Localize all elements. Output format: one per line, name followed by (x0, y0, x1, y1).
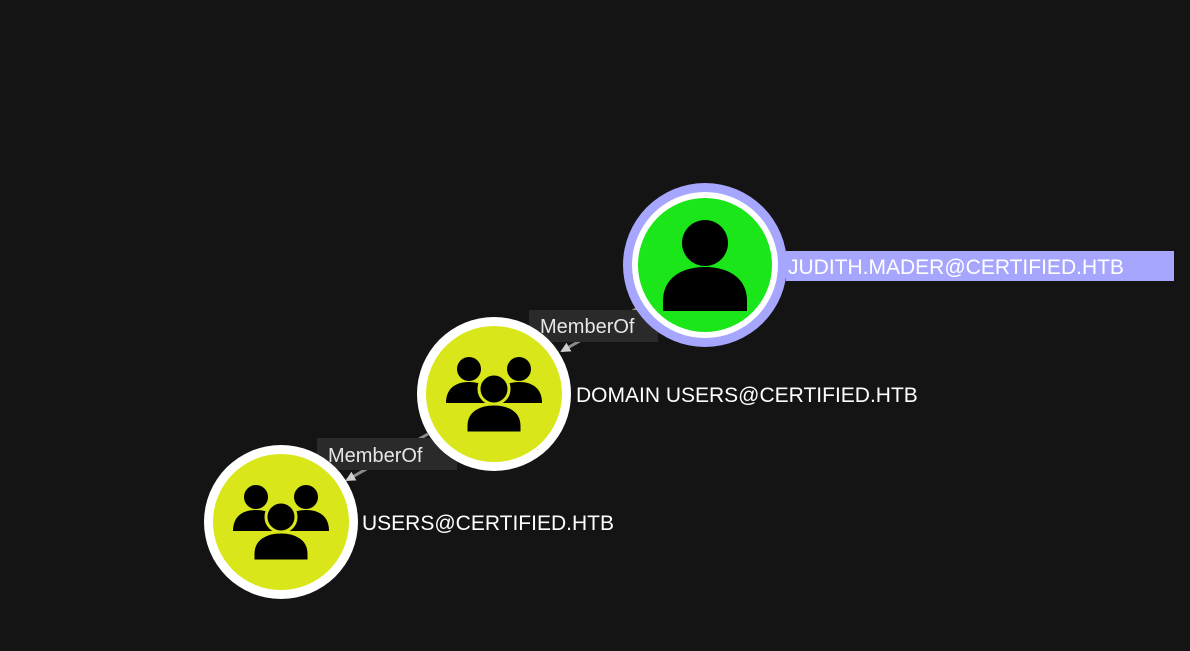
node-user-judith-mader[interactable]: JUDITH.MADER@CERTIFIED.HTB (623, 183, 1174, 347)
edge-memberof-1[interactable]: MemberOf (529, 306, 658, 353)
edge-memberof-2[interactable]: MemberOf (317, 432, 457, 482)
node-group-domain-users[interactable]: DOMAIN USERS@CERTIFIED.HTB (417, 317, 918, 471)
node-label-domain-users: DOMAIN USERS@CERTIFIED.HTB (576, 384, 918, 407)
edge-label-bg-2 (317, 438, 457, 470)
edge-label-1: MemberOf (540, 316, 635, 338)
node-label-highlight (786, 251, 1174, 281)
edge-label-bg-1 (529, 310, 658, 342)
node-label-users: USERS@CERTIFIED.HTB (362, 512, 614, 535)
node-label-judith-mader: JUDITH.MADER@CERTIFIED.HTB (788, 256, 1124, 279)
edge-label-2: MemberOf (328, 445, 423, 467)
node-group-users[interactable]: USERS@CERTIFIED.HTB (204, 445, 614, 599)
